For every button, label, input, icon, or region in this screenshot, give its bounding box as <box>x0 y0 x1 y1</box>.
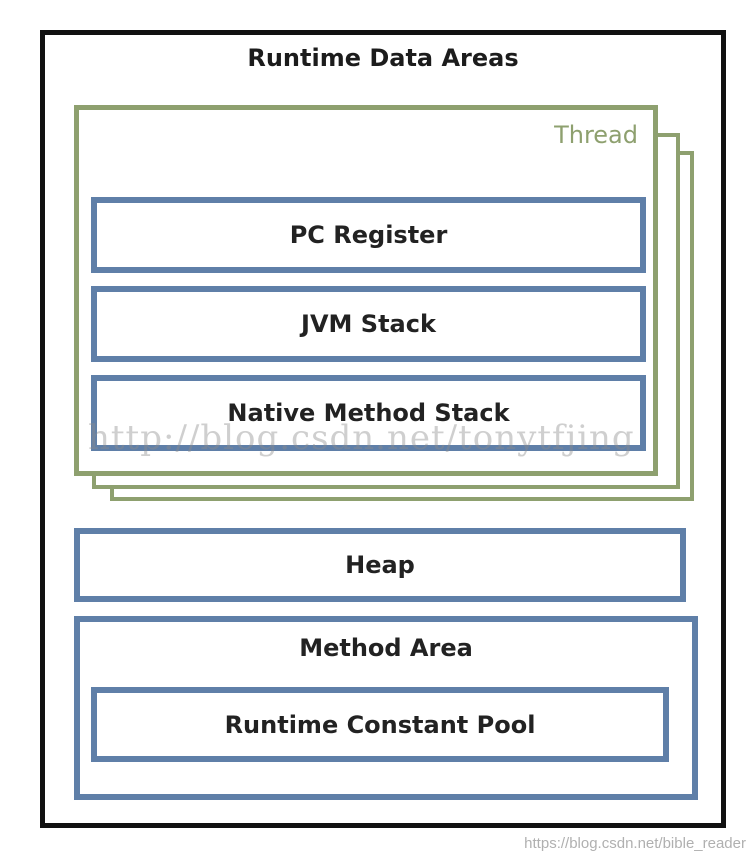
center-watermark: http://blog.csdn.net/tonytfjing <box>88 418 635 458</box>
pc-register-box: PC Register <box>91 197 646 273</box>
method-area-label: Method Area <box>299 634 473 662</box>
thread-label: Thread <box>554 121 638 149</box>
jvm-stack-box: JVM Stack <box>91 286 646 362</box>
runtime-constant-pool-box: Runtime Constant Pool <box>91 687 669 762</box>
diagram-title: Runtime Data Areas <box>247 44 519 72</box>
native-method-stack-box: Native Method Stack <box>91 375 646 451</box>
corner-watermark: https://blog.csdn.net/bible_reader <box>524 835 746 852</box>
heap-box: Heap <box>74 528 686 602</box>
